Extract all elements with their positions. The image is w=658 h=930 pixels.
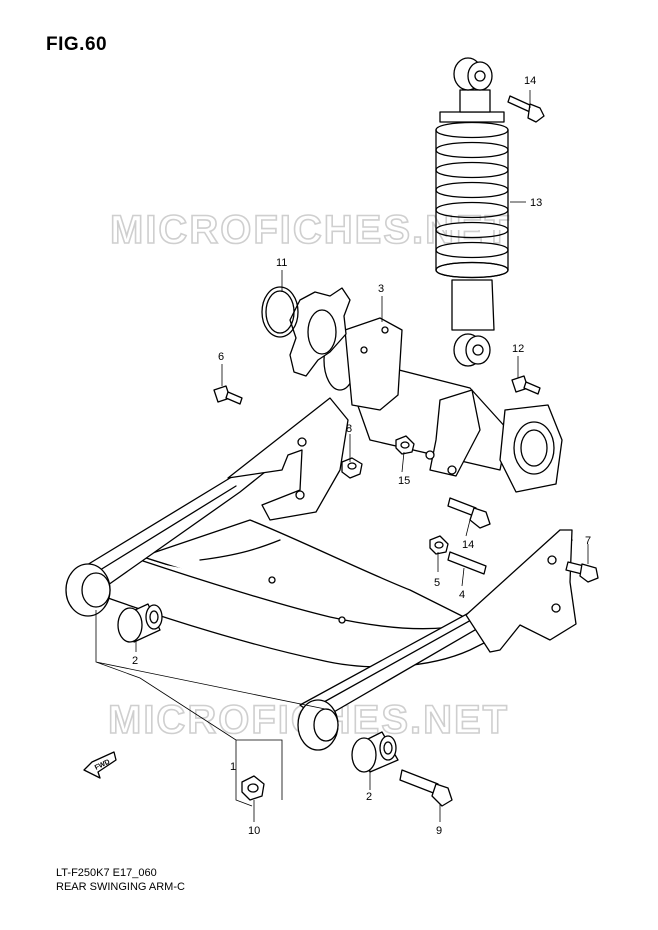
callout-13: 13 <box>530 197 542 209</box>
nut-8 <box>341 457 363 479</box>
nut-5 <box>429 535 449 555</box>
nut-15 <box>395 435 415 455</box>
callout-9: 9 <box>436 825 442 837</box>
callout-7: 7 <box>585 535 591 547</box>
callout-5: 5 <box>434 577 440 589</box>
bolt-12 <box>511 375 541 395</box>
bushing-right <box>351 731 399 773</box>
callout-2-left: 2 <box>132 655 138 667</box>
callout-3: 3 <box>378 283 384 295</box>
bolt-9 <box>399 769 453 807</box>
callout-8: 8 <box>346 423 352 435</box>
callout-6: 6 <box>218 351 224 363</box>
o-ring <box>261 286 299 338</box>
callout-11: 11 <box>276 257 287 269</box>
callout-10: 10 <box>248 825 260 837</box>
nut-10 <box>241 775 265 801</box>
callout-4: 4 <box>459 589 465 601</box>
callout-14-lower: 14 <box>462 539 474 551</box>
figure-caption: LT-F250K7 E17_060 REAR SWINGING ARM-C <box>56 866 185 894</box>
bolt-7 <box>565 561 599 583</box>
bolt-6 <box>213 385 243 405</box>
bushing-left <box>117 603 163 643</box>
callout-14-top: 14 <box>524 75 536 87</box>
stud-4 <box>447 551 487 575</box>
callout-12: 12 <box>512 343 524 355</box>
shock-absorber <box>435 57 509 367</box>
section-name: REAR SWINGING ARM-C <box>56 881 185 893</box>
callout-1: 1 <box>230 761 236 773</box>
axle-housing <box>289 287 563 493</box>
callout-2-right: 2 <box>366 791 372 803</box>
callout-15: 15 <box>398 475 410 487</box>
figure-title: FIG.60 <box>46 34 108 55</box>
bolt-14-lower <box>447 497 491 529</box>
model-code: LT-F250K7 E17_060 <box>56 867 157 879</box>
fwd-arrow-icon <box>83 751 117 779</box>
bolt-14-top <box>507 95 545 123</box>
swing-arm <box>65 397 577 751</box>
